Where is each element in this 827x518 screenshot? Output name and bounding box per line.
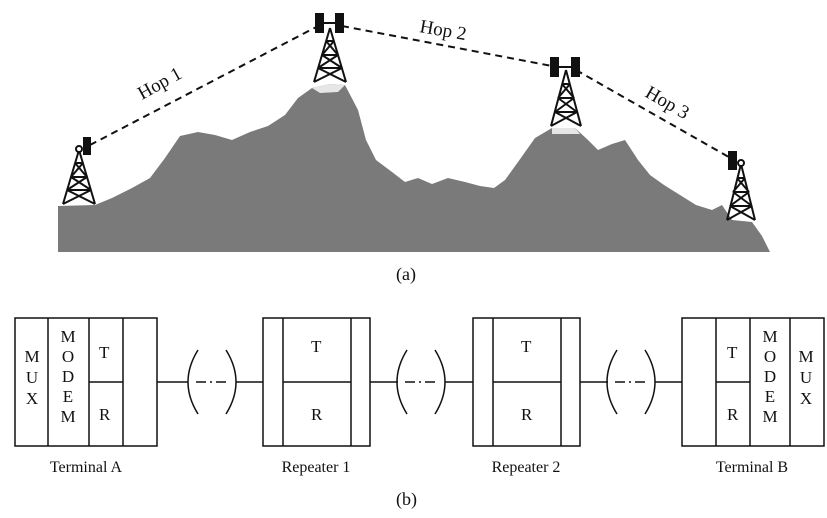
snow-cap-peak-1 xyxy=(312,84,345,93)
hop-2-label: Hop 2 xyxy=(418,16,468,45)
tower-1 xyxy=(62,137,96,205)
repeater-1-block xyxy=(262,317,371,447)
snow-cap-peak-2 xyxy=(552,128,580,134)
antenna-dish-icon xyxy=(335,13,344,33)
antenna-dish-icon xyxy=(315,13,324,33)
repeater-1-t-label: T xyxy=(311,337,322,356)
tower-3 xyxy=(550,57,582,127)
terminal-b-r-label: R xyxy=(727,405,739,424)
terminal-a-label: Terminal A xyxy=(50,459,123,476)
terrain-silhouette xyxy=(58,84,770,252)
repeater-2-r-label: R xyxy=(521,405,533,424)
terminal-b-label: Terminal B xyxy=(716,459,788,476)
repeater-2-block xyxy=(472,317,581,447)
tower-icon xyxy=(62,13,756,221)
hop-3-line xyxy=(575,69,735,161)
caption-b: (b) xyxy=(396,489,417,510)
antenna-dish-icon xyxy=(550,57,559,77)
radio-link-icon xyxy=(157,349,682,415)
hop-3-label: Hop 3 xyxy=(642,82,693,124)
caption-a: (a) xyxy=(396,264,416,285)
repeater-1-r-label: R xyxy=(311,405,323,424)
antenna-dish-icon xyxy=(571,57,580,77)
hop-1-line xyxy=(89,23,323,146)
block-diagram xyxy=(14,317,825,447)
terminal-b-block xyxy=(681,317,825,447)
repeater-2-label: Repeater 2 xyxy=(492,459,561,476)
terminal-a-block xyxy=(14,317,158,447)
terminal-a-r-label: R xyxy=(99,405,111,424)
terminal-b-t-label: T xyxy=(727,343,738,362)
hop-links xyxy=(89,23,735,161)
terrain-profile xyxy=(58,84,770,252)
repeater-2-t-label: T xyxy=(521,337,532,356)
tower-2 xyxy=(313,13,347,83)
antenna-dish-icon xyxy=(83,137,91,155)
terminal-a-t-label: T xyxy=(99,343,110,362)
antenna-dish-icon xyxy=(728,151,737,170)
repeater-1-label: Repeater 1 xyxy=(282,459,351,476)
tower-4 xyxy=(726,151,756,221)
